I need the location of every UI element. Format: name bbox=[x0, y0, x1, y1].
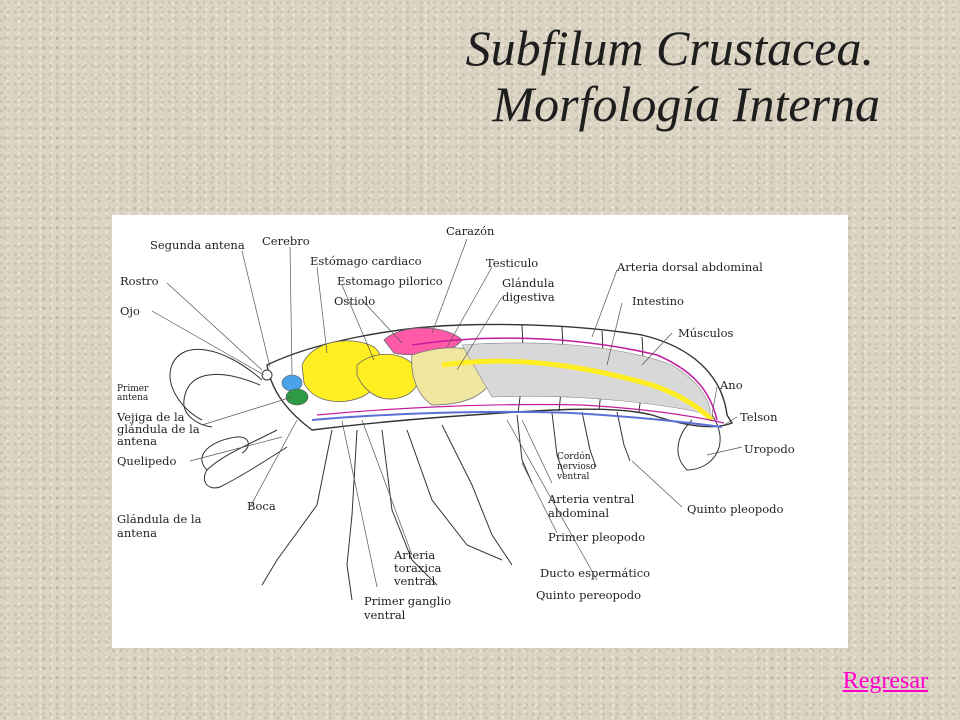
leg-2 bbox=[346, 429, 358, 601]
back-link[interactable]: Regresar bbox=[842, 668, 928, 694]
label-segunda-antena: Segunda antena bbox=[150, 238, 245, 252]
leg-4 bbox=[406, 429, 503, 561]
label-glandula-digestiva-1: Glándula bbox=[502, 276, 555, 290]
label-cordon-2: nervioso bbox=[557, 462, 596, 472]
tail-fan bbox=[677, 414, 721, 471]
label-telson: Telson bbox=[740, 410, 778, 424]
label-arteria-ventral-1: Arteria ventral bbox=[548, 492, 635, 506]
leg-5 bbox=[441, 424, 513, 566]
leader-lines bbox=[151, 238, 743, 588]
label-testiculo: Testiculo bbox=[486, 256, 539, 270]
label-ganglio-1: Primer ganglio bbox=[364, 594, 452, 608]
claw-pincer bbox=[201, 436, 249, 471]
label-arteria-dorsal: Arteria dorsal abdominal bbox=[617, 260, 763, 274]
label-arteria-ventral-2: abdominal bbox=[548, 506, 610, 520]
label-vejiga-2: glándula de la bbox=[117, 422, 200, 436]
label-quinto-pleopodo: Quinto pleopodo bbox=[687, 502, 784, 516]
label-vejiga-1: Vejiga de la bbox=[117, 410, 185, 424]
pleopod-3 bbox=[581, 411, 597, 468]
label-ducto: Ducto espermático bbox=[540, 566, 651, 580]
nerve-cord bbox=[311, 410, 723, 428]
antenna-long-2 bbox=[183, 373, 261, 428]
label-arteria-toraxica-1: Arteria bbox=[394, 548, 436, 562]
pleopod-2 bbox=[551, 412, 565, 476]
abdominal-muscles bbox=[461, 342, 711, 416]
label-vejiga-3: antena bbox=[117, 434, 157, 448]
pleopod-4 bbox=[616, 411, 631, 462]
title-line-2: Morfología Interna bbox=[492, 76, 880, 132]
title-line-1: Subfilum Crustacea. bbox=[465, 20, 874, 76]
pyloric-stomach bbox=[356, 353, 419, 400]
brain bbox=[281, 374, 303, 392]
label-arteria-toraxica-3: ventral bbox=[394, 574, 436, 588]
label-intestino: Intestino bbox=[632, 294, 684, 308]
label-estomago-cardiaco: Estómago cardiaco bbox=[310, 254, 422, 268]
intestine bbox=[441, 358, 714, 422]
label-estomago-pilorico: Estomago pilorico bbox=[337, 274, 443, 288]
label-cordon-1: Cordón bbox=[557, 452, 591, 462]
label-glandula-antena-1: Glándula de la bbox=[117, 512, 202, 526]
label-rostro: Rostro bbox=[120, 274, 159, 288]
label-primer-antena-1: Primer bbox=[117, 384, 149, 394]
label-arteria-toraxica-2: toraxica bbox=[394, 561, 442, 575]
eye bbox=[261, 369, 273, 381]
label-quelipedo: Quelipedo bbox=[117, 454, 177, 468]
green-gland bbox=[285, 388, 309, 406]
label-glandula-antena-2: antena bbox=[117, 526, 157, 540]
pleopod-1 bbox=[516, 414, 533, 484]
ventral-artery bbox=[316, 403, 725, 424]
label-uropodo: Uropodo bbox=[744, 442, 795, 456]
dorsal-artery bbox=[411, 337, 718, 421]
label-carazon: Carazón bbox=[446, 224, 495, 238]
label-musculos: Músculos bbox=[678, 326, 734, 340]
crayfish-illustration bbox=[151, 238, 743, 601]
label-ano: Ano bbox=[720, 378, 743, 392]
label-cerebro: Cerebro bbox=[262, 234, 310, 248]
leg-3 bbox=[381, 429, 438, 586]
label-ganglio-2: ventral bbox=[364, 608, 406, 622]
label-glandula-digestiva-2: digestiva bbox=[502, 290, 555, 304]
label-primer-pleopodo: Primer pleopodo bbox=[548, 530, 646, 544]
label-quinto-pereopodo: Quinto pereopodo bbox=[536, 588, 642, 602]
label-primer-antena-2: antena bbox=[117, 393, 149, 403]
label-ostiolo: Ostiolo bbox=[334, 294, 376, 308]
leg-1 bbox=[261, 429, 333, 586]
slide-title: Subfilum Crustacea. Morfología Interna bbox=[465, 20, 880, 132]
label-cordon-3: ventral bbox=[557, 472, 590, 482]
label-ojo: Ojo bbox=[120, 304, 140, 318]
label-boca: Boca bbox=[247, 499, 276, 513]
crayfish-anatomy-figure: Segunda antena Cerebro Carazón Estómago … bbox=[112, 215, 848, 648]
